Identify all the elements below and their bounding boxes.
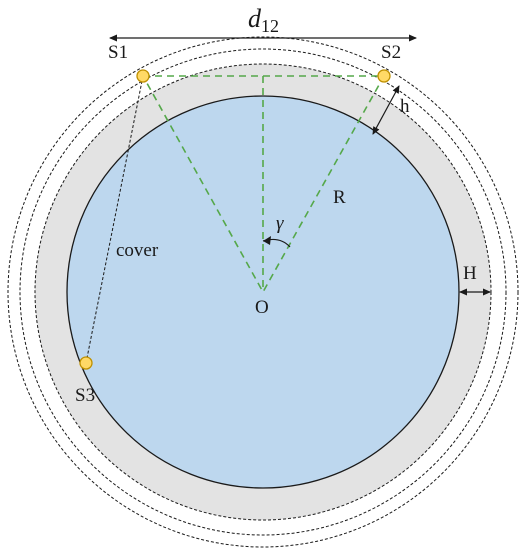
satellite-s3-label: S3 xyxy=(75,385,95,406)
satellite-s3 xyxy=(79,356,93,370)
satellite-s2 xyxy=(377,69,391,83)
angle-label: γ xyxy=(276,213,284,234)
height-h-arrow xyxy=(372,85,400,135)
satellite-s2-label: S2 xyxy=(381,42,401,63)
height-h-label: h xyxy=(400,96,410,117)
satellite-s1 xyxy=(136,69,150,83)
cover-label: cover xyxy=(116,240,159,261)
angle-arc-arrowhead xyxy=(263,236,271,245)
radius-label: R xyxy=(333,187,346,208)
distance-label: d12 xyxy=(248,4,279,36)
satellite-s1-label: S1 xyxy=(108,42,128,63)
cover-line xyxy=(85,75,144,364)
height-H-label: H xyxy=(463,263,477,284)
satellite-orbit-circle xyxy=(19,48,507,536)
origin-label: O xyxy=(255,297,269,318)
